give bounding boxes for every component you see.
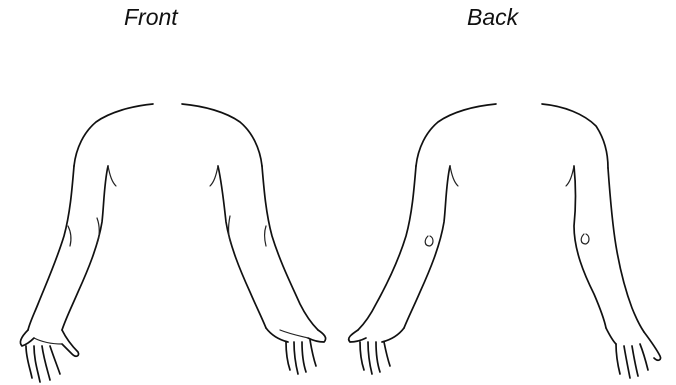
front-left-armpit-line [108, 166, 116, 186]
back-left-arm-inner-outline [404, 166, 450, 328]
front-right-finger-3 [302, 342, 306, 372]
back-right-elbow-mark [581, 234, 589, 244]
front-left-finger-2 [34, 346, 40, 382]
back-right-finger-1 [616, 344, 620, 374]
front-left-finger-4 [50, 346, 60, 374]
front-left-shoulder-outline [74, 104, 153, 166]
back-right-shoulder-outline [542, 104, 608, 168]
back-right-thumb-outline [644, 332, 661, 360]
front-left-elbow-line-2 [68, 226, 71, 246]
front-left-arm-outer-outline [28, 166, 74, 330]
front-right-palm-crease [280, 330, 308, 338]
back-right-arm-outer-outline [608, 168, 644, 332]
back-right-hand-outline [606, 328, 616, 344]
back-left-finger-4 [384, 342, 390, 366]
front-left-arm [20, 104, 153, 382]
front-right-arm [182, 104, 326, 374]
back-view-figure [349, 104, 661, 378]
front-right-arm-inner-outline [218, 166, 266, 328]
front-left-wrist-line [34, 338, 62, 344]
front-right-finger-1 [286, 342, 290, 370]
front-right-shoulder-outline [182, 104, 262, 166]
back-right-arm-inner-outline [574, 166, 606, 328]
back-left-shoulder-outline [416, 104, 496, 166]
back-left-arm [349, 104, 496, 374]
front-view-figure [20, 104, 325, 382]
back-left-hand-outline [382, 328, 404, 342]
back-left-elbow-mark [425, 236, 433, 246]
back-left-armpit-line [450, 166, 458, 186]
front-right-finger-2 [294, 342, 298, 374]
front-right-arm-outer-outline [262, 166, 318, 330]
back-left-finger-2 [368, 342, 372, 374]
front-left-arm-inner-outline [62, 166, 108, 330]
back-left-finger-3 [376, 342, 380, 372]
back-right-finger-2 [624, 346, 630, 378]
back-right-armpit-line [566, 166, 574, 186]
back-right-finger-4 [640, 344, 648, 370]
front-left-thumb-outline [62, 330, 79, 356]
back-right-finger-3 [632, 346, 638, 376]
back-left-finger-1 [360, 342, 364, 370]
front-left-finger-1 [26, 346, 32, 378]
back-left-arm-outer-outline [358, 166, 416, 330]
front-right-palm-outline [266, 328, 288, 342]
front-right-armpit-line [210, 166, 218, 186]
back-right-arm [542, 104, 661, 378]
front-right-finger-4 [310, 340, 316, 366]
back-left-thumb-outline [349, 330, 366, 342]
front-left-palm-outline [20, 330, 34, 346]
front-left-finger-3 [42, 346, 50, 380]
front-right-elbow-line-2 [265, 226, 267, 246]
